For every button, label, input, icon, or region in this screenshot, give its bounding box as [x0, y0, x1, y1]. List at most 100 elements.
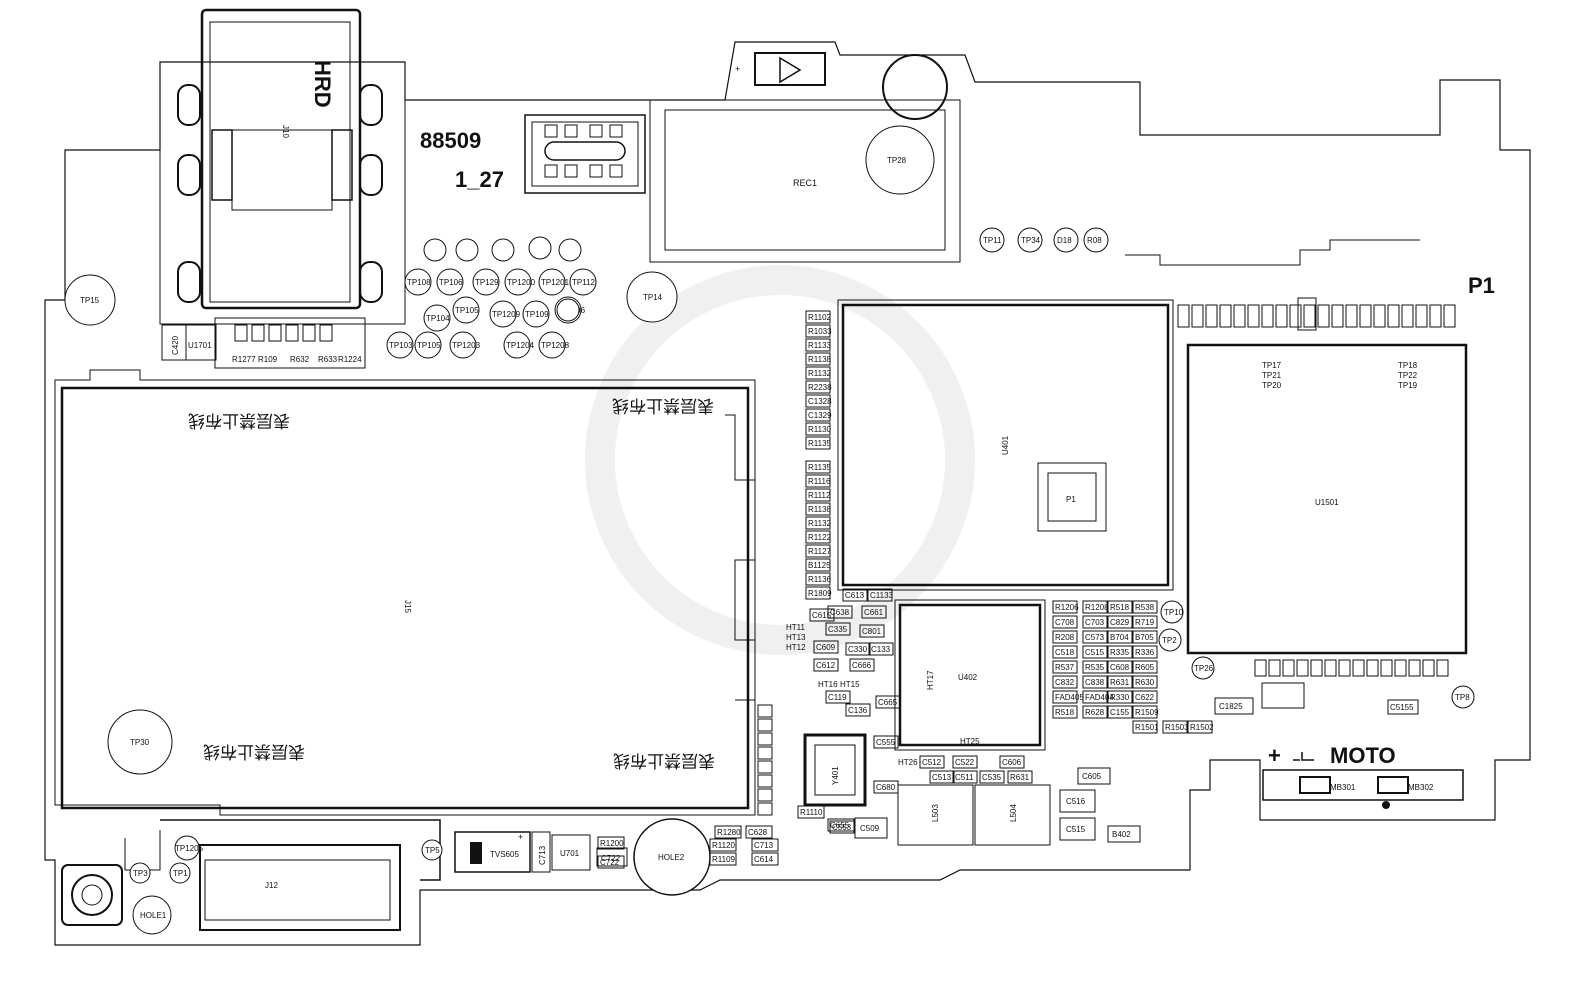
- c605-label: C605: [1082, 772, 1102, 781]
- u402-part-label: C119: [828, 693, 847, 702]
- mid-right-pad: [1082, 645, 1108, 659]
- u402-part-pad: [875, 695, 901, 709]
- left-col-pad: [805, 558, 831, 572]
- tp-group-left-label: TP17: [1262, 361, 1282, 370]
- mid-right-pad: [1132, 630, 1158, 644]
- mid-right-label: R535: [1085, 663, 1105, 672]
- top-tp-label: R08: [1087, 236, 1102, 245]
- left-col-pad: [805, 488, 831, 502]
- top-row-pad: [1443, 304, 1456, 328]
- left-col-label: R1102: [808, 313, 832, 322]
- bottom-row-pad: [1254, 659, 1267, 677]
- u402-part-pad: [1007, 770, 1033, 784]
- bottom-part-label: R1200: [600, 839, 624, 848]
- left-col-parts: R1102R1033R1133R1138R1132R2238C1328C1329…: [805, 310, 832, 600]
- j15-label: J15: [403, 600, 412, 613]
- bottom-part-label: R1120: [712, 841, 736, 850]
- u402-part-label: R631: [1010, 773, 1030, 782]
- caps-bottom-right: C516 C515 B402 C605: [1059, 767, 1141, 843]
- left-col-label: C1329: [808, 411, 832, 420]
- u402-part-label: HT26: [898, 758, 918, 767]
- cluster-tp-pad: [504, 268, 532, 296]
- cluster-small-pad: [556, 298, 580, 322]
- mid-right-pad: [1132, 690, 1158, 704]
- left-col-pad: [805, 586, 831, 600]
- left-col-pad: [805, 380, 831, 394]
- mid-right-pad: [1107, 690, 1133, 704]
- left-col-pad: [805, 324, 831, 338]
- top-row-pad: [1345, 304, 1358, 328]
- left-col-label: B1125: [808, 561, 831, 570]
- cluster-tp-label: TP1209: [492, 310, 521, 319]
- left-col-pad: [805, 516, 831, 530]
- mid-right-label: R335: [1110, 648, 1130, 657]
- mid-right-pad: [1132, 675, 1158, 689]
- cluster-tp-pad: [423, 304, 451, 332]
- inductors: L503 L504 C509: [854, 784, 1051, 846]
- tp-group-right-label: TP22: [1398, 371, 1418, 380]
- u401-label: U401: [1001, 435, 1010, 455]
- u402-part-pad: [845, 642, 871, 656]
- mid-right-pad: [1107, 645, 1133, 659]
- mid-right-pad: [1132, 705, 1158, 719]
- p1-label: P1: [1468, 273, 1495, 298]
- u402-part-pad: [859, 624, 885, 638]
- bottom-part-label: R1280: [717, 828, 741, 837]
- mid-right-pad: [1082, 705, 1108, 719]
- mid-right-pad: [1052, 615, 1078, 629]
- u402-part-label: HT13: [786, 633, 806, 642]
- tp-group-right-label: TP19: [1398, 381, 1418, 390]
- mid-right-pad: [1107, 600, 1133, 614]
- c1825-label: C1825: [1219, 702, 1243, 711]
- mid-right-pad: [1132, 660, 1158, 674]
- mid-right-pad: [1082, 690, 1108, 704]
- mb302-label: MB302: [1408, 783, 1434, 792]
- j10-label: J10: [281, 125, 290, 138]
- left-col-pad: [805, 572, 831, 586]
- mid-right-pad: [1107, 630, 1133, 644]
- bottom-col-pad: [757, 718, 773, 732]
- bottom-part-pad: [597, 855, 625, 869]
- top-row-pad: [1401, 304, 1414, 328]
- u402-part-label: C513: [932, 773, 952, 782]
- mid-right-label: R538: [1135, 603, 1155, 612]
- mid-right-label: C703: [1085, 618, 1105, 627]
- cluster-tp-pad: [538, 331, 566, 359]
- u402-part-label: C1133: [870, 591, 894, 600]
- mid-right-label: R1502: [1190, 723, 1214, 732]
- left-col-pad: [805, 366, 831, 380]
- bottom-row-pad: [1296, 659, 1309, 677]
- mid-right-pad: [1082, 600, 1108, 614]
- bottom-col-pad: [757, 760, 773, 774]
- tp15-label: TP15: [80, 296, 100, 305]
- u402-part-pad: [829, 820, 855, 834]
- tp15: TP15: [64, 274, 116, 326]
- cluster-tp-label: TP1208: [541, 341, 570, 350]
- top-tp-pad: [1083, 227, 1109, 253]
- mid-right-pad: [1162, 720, 1188, 734]
- mid-right-pad: [1132, 600, 1158, 614]
- y401-label: Y401: [831, 766, 840, 785]
- cluster-tp-pad: [503, 331, 531, 359]
- left-col-label: R1127: [808, 547, 832, 556]
- u402-part-label: C133: [871, 645, 891, 654]
- bottom-part-pad: [751, 852, 779, 866]
- hole1-label: HOLE1: [140, 911, 167, 920]
- top-row-pad: [1261, 304, 1274, 328]
- u402-part-label: C661: [864, 608, 884, 617]
- u402-part-label: C801: [862, 627, 882, 636]
- bottom-part-label: C614: [754, 855, 774, 864]
- mid-right-pad: [1132, 720, 1158, 734]
- cluster-tp-pad: [522, 300, 550, 328]
- u402-part-pad: [929, 770, 955, 784]
- left-col-label: R1135: [808, 463, 832, 472]
- cluster-tp-label: TP106: [439, 278, 463, 287]
- mid-right-label: R1208: [1085, 603, 1109, 612]
- bottom-part-pad: [709, 838, 737, 852]
